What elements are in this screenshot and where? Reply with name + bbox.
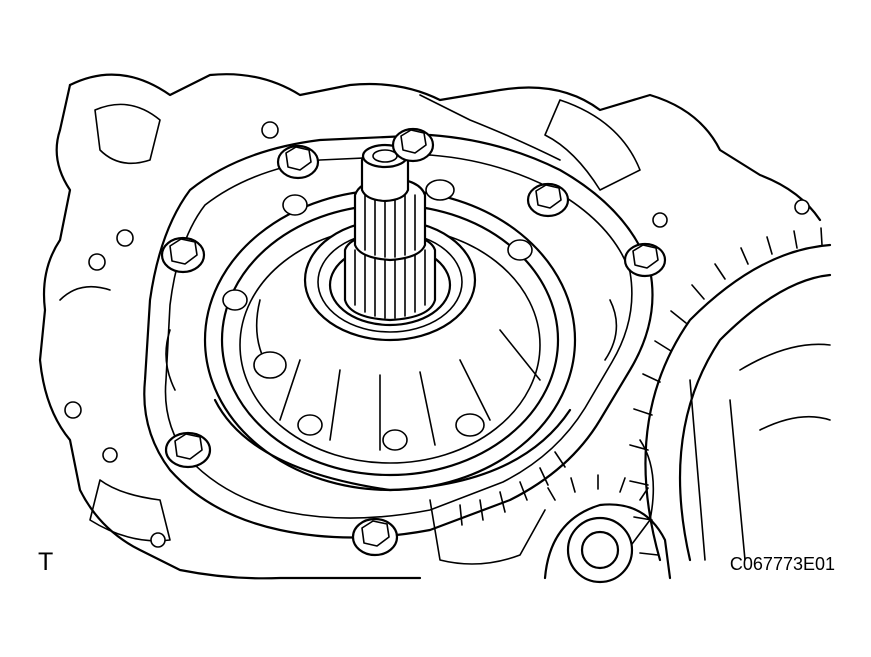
input-shaft <box>343 143 437 322</box>
bolt <box>160 236 206 274</box>
lower-drive-gear <box>543 474 672 584</box>
figure-code: C067773E01 <box>729 554 835 574</box>
pump-skirt-teeth <box>459 451 566 526</box>
transaxle-case-outline <box>38 73 822 580</box>
differential-ring-gear <box>629 227 832 562</box>
bolt <box>391 127 435 163</box>
pump-bolts <box>160 127 667 557</box>
bolt <box>623 242 667 278</box>
bolt <box>526 182 570 218</box>
bolt <box>276 144 320 180</box>
bolt <box>164 431 212 469</box>
bolt <box>351 517 399 557</box>
view-indicator-label: T <box>38 548 54 576</box>
